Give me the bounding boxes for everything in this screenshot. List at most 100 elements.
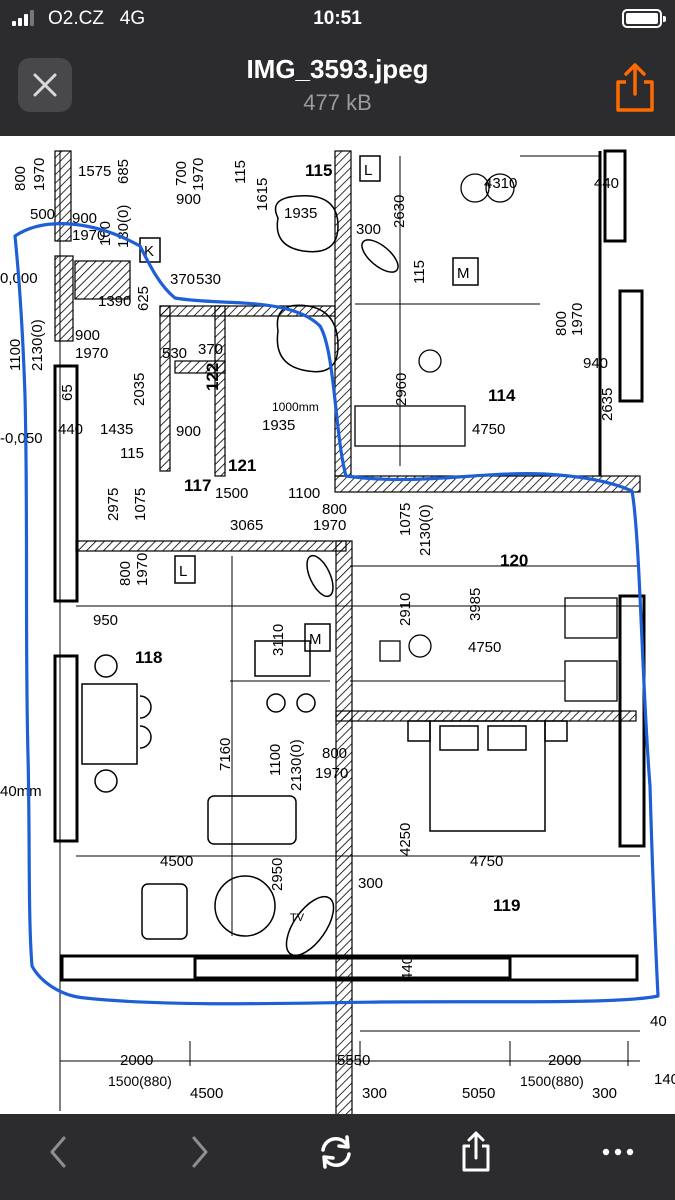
- rotate-icon: [321, 1135, 351, 1169]
- close-icon: [33, 73, 57, 97]
- image-viewport[interactable]: 114 115 117 118 119 120 121 122 L M K L …: [0, 136, 675, 1114]
- room-121: 121: [228, 456, 256, 475]
- svg-text:140: 140: [654, 1071, 675, 1088]
- chevron-right-icon: [192, 1136, 208, 1168]
- svg-text:1100: 1100: [267, 744, 284, 776]
- forward-button[interactable]: [170, 1128, 230, 1176]
- svg-text:1075: 1075: [397, 503, 414, 536]
- svg-text:900: 900: [72, 210, 97, 227]
- share-button[interactable]: [610, 60, 660, 116]
- svg-text:65: 65: [59, 384, 76, 401]
- share-icon: [462, 1131, 490, 1172]
- svg-text:2130(0): 2130(0): [417, 504, 434, 556]
- svg-text:1970: 1970: [315, 765, 348, 782]
- svg-text:3110: 3110: [270, 624, 287, 656]
- svg-text:440: 440: [58, 421, 83, 438]
- svg-text:2910: 2910: [397, 593, 414, 626]
- svg-text:1970: 1970: [75, 345, 108, 362]
- svg-text:800: 800: [322, 745, 347, 762]
- svg-text:530: 530: [196, 271, 221, 288]
- svg-text:3065: 3065: [230, 517, 263, 534]
- svg-text:2000: 2000: [120, 1052, 153, 1069]
- bottom-toolbar: [0, 1114, 675, 1200]
- svg-text:1390: 1390: [98, 293, 131, 310]
- chevron-left-icon: [50, 1136, 66, 1168]
- svg-text:1500: 1500: [215, 485, 248, 502]
- svg-text:4750: 4750: [472, 421, 505, 438]
- svg-text:440: 440: [399, 956, 416, 981]
- room-122: 122: [203, 363, 222, 391]
- bed: [407, 720, 568, 832]
- svg-text:800: 800: [12, 166, 29, 191]
- hand-drawn-outline: [13, 222, 660, 1006]
- svg-text:300: 300: [362, 1085, 387, 1102]
- room-115: 115: [305, 161, 332, 180]
- room-119: 119: [493, 896, 520, 915]
- svg-text:1000mm: 1000mm: [272, 400, 319, 414]
- desks: [354, 173, 618, 702]
- more-button[interactable]: [588, 1128, 648, 1176]
- svg-text:940: 940: [583, 355, 608, 372]
- outer-walls: [53, 149, 646, 982]
- svg-text:M: M: [309, 631, 322, 648]
- svg-text:900: 900: [75, 327, 100, 344]
- svg-text:700: 700: [173, 161, 190, 186]
- room-114: 114: [488, 386, 516, 405]
- svg-text:900: 900: [176, 191, 201, 208]
- room-120: 120: [500, 551, 528, 570]
- svg-text:685: 685: [115, 159, 132, 184]
- svg-text:2635: 2635: [599, 388, 616, 421]
- svg-text:530: 530: [162, 345, 187, 362]
- dining-set: [81, 640, 316, 793]
- svg-text:115: 115: [411, 260, 428, 284]
- room-118: 118: [135, 648, 162, 667]
- share-bottom-button[interactable]: [446, 1128, 506, 1176]
- svg-text:L: L: [179, 563, 187, 580]
- room-117: 117: [184, 476, 211, 495]
- svg-text:7160: 7160: [217, 738, 234, 771]
- svg-text:40: 40: [650, 1013, 667, 1030]
- svg-text:1935: 1935: [262, 417, 295, 434]
- svg-text:5550: 5550: [337, 1052, 370, 1069]
- carrier-name: O2.CZ: [48, 8, 104, 29]
- svg-text:625: 625: [135, 286, 152, 311]
- svg-text:1575: 1575: [78, 163, 111, 180]
- bathtubs: [274, 195, 399, 598]
- share-icon: [616, 63, 654, 112]
- network-type: 4G: [119, 8, 146, 29]
- viewer-header: IMG_3593.jpeg 477 kB: [0, 36, 675, 136]
- svg-text:3985: 3985: [467, 588, 484, 621]
- battery-icon: [622, 9, 666, 28]
- sofa: [141, 795, 335, 957]
- back-button[interactable]: [28, 1128, 88, 1176]
- svg-text:4750: 4750: [470, 853, 503, 870]
- svg-text:300: 300: [358, 875, 383, 892]
- svg-text:-0,050: -0,050: [0, 430, 43, 447]
- svg-text:4500: 4500: [190, 1085, 223, 1102]
- svg-text:1100: 1100: [7, 339, 24, 371]
- close-button[interactable]: [18, 58, 72, 112]
- fixture-labels: L M K L M TV: [139, 155, 479, 924]
- svg-text:2975: 2975: [105, 488, 122, 521]
- file-name: IMG_3593.jpeg: [246, 54, 429, 84]
- svg-text:1615: 1615: [254, 178, 271, 211]
- svg-text:1435: 1435: [100, 421, 133, 438]
- label-l: L: [364, 162, 372, 179]
- svg-text:1100: 1100: [288, 485, 320, 502]
- svg-text:370: 370: [198, 341, 223, 358]
- svg-text:115: 115: [232, 160, 249, 184]
- rotate-button[interactable]: [306, 1128, 366, 1176]
- label-tv: TV: [290, 912, 305, 924]
- plan-lines: [59, 151, 640, 1111]
- file-size: 477 kB: [303, 90, 372, 115]
- svg-text:2000: 2000: [548, 1052, 581, 1069]
- label-k: K: [144, 243, 154, 260]
- floor-plan-drawing: 114 115 117 118 119 120 121 122 L M K L …: [0, 149, 675, 1114]
- svg-text:900: 900: [176, 423, 201, 440]
- label-m: M: [457, 265, 470, 282]
- room-labels: 114 115 117 118 119 120 121 122: [135, 161, 528, 915]
- svg-text:4310: 4310: [484, 175, 517, 192]
- svg-text:100: 100: [97, 221, 114, 246]
- svg-text:800: 800: [117, 561, 134, 586]
- svg-text:300: 300: [592, 1085, 617, 1102]
